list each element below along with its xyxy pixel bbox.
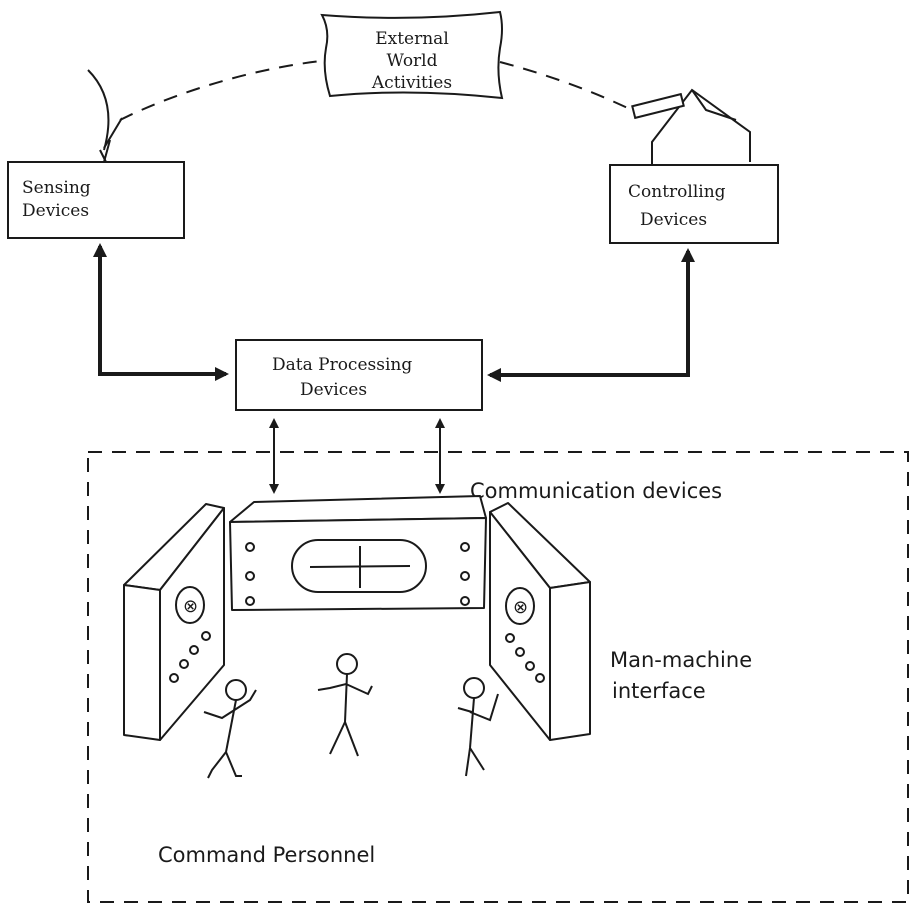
- data-processing-line-2: Devices: [300, 380, 367, 400]
- data-processing-node: Data Processing Devices: [235, 339, 483, 411]
- right-dial-glyph: ⊗: [513, 597, 528, 618]
- controller-arm-icon: [631, 88, 751, 170]
- sensing-data-connector: [93, 243, 229, 381]
- left-dial-glyph: ⊗: [183, 596, 198, 617]
- console-icon: ⊗ ⊗: [123, 495, 591, 741]
- command-personnel-label: Command Personnel: [158, 843, 375, 867]
- controlling-link-dashed: [499, 61, 633, 111]
- sensing-line-1: Sensing: [22, 178, 91, 198]
- sensing-link-dashed: [119, 59, 331, 121]
- external-world-node: External World Activities: [320, 10, 504, 100]
- man-machine-line-1: Man-machine: [610, 648, 752, 672]
- controlling-line-2: Devices: [640, 210, 707, 230]
- controlling-data-connector: [487, 248, 695, 382]
- external-line-3: Activities: [371, 73, 452, 93]
- command-boundary: [87, 451, 909, 903]
- man-machine-line-2: interface: [612, 679, 706, 703]
- external-line-2: World: [387, 51, 438, 71]
- data-processing-line-1: Data Processing: [272, 355, 412, 375]
- communication-devices-label: Communication devices: [470, 479, 722, 503]
- antenna-icon: [87, 69, 123, 163]
- external-line-1: External: [375, 29, 449, 49]
- stick-figure-icon: [457, 677, 499, 777]
- sensing-line-2: Devices: [22, 201, 89, 221]
- stick-figure-icon: [203, 679, 257, 779]
- controlling-devices-node: Controlling Devices: [609, 164, 779, 244]
- controlling-line-1: Controlling: [628, 182, 726, 202]
- sensing-devices-node: Sensing Devices: [7, 161, 185, 239]
- stick-figure-icon: [317, 653, 373, 757]
